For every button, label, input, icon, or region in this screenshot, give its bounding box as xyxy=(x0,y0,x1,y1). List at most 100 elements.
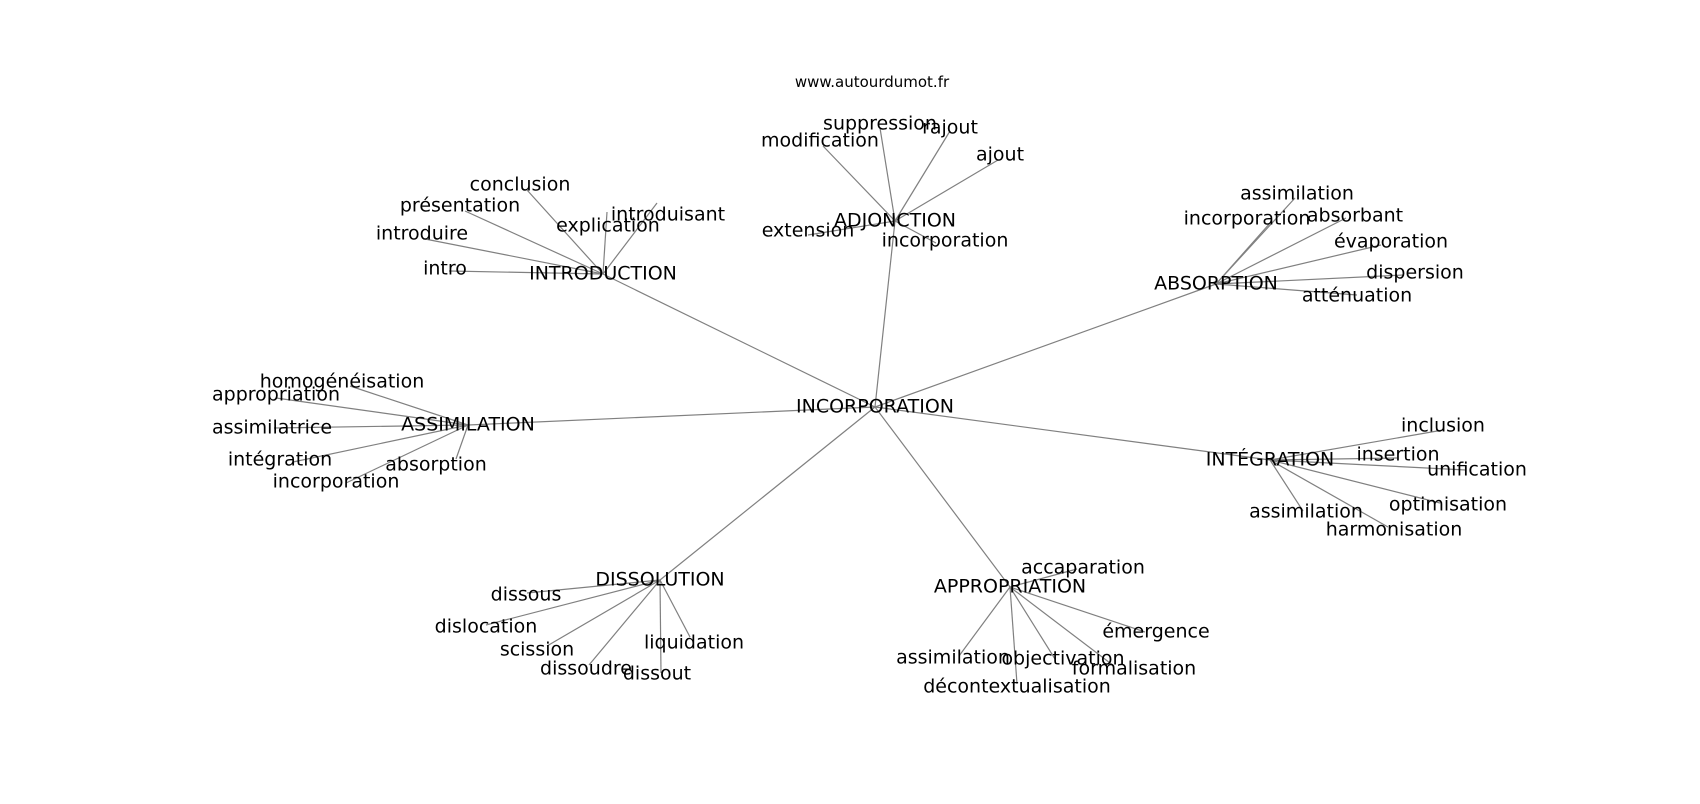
edge-assimilation-leaf-1 xyxy=(275,397,469,426)
edge-integration-leaf-3 xyxy=(1269,459,1441,504)
leaf-node-adjonction-1: rajout xyxy=(922,116,978,139)
leaf-node-absorption-5: atténuation xyxy=(1301,284,1413,307)
leaf-node-absorption-3: évaporation xyxy=(1333,230,1449,253)
edge-introduction-leaf-0 xyxy=(526,189,604,275)
leaf-node-integration-0: inclusion xyxy=(1401,414,1485,437)
edge-integration-leaf-1 xyxy=(1269,457,1398,461)
edge-assimilation-leaf-0 xyxy=(349,385,469,426)
edge-adjonction-leaf-5 xyxy=(894,220,937,244)
edge-appropriation-leaf-5 xyxy=(1009,586,1018,685)
edge-assimilation-leaf-4 xyxy=(455,424,469,460)
leaf-node-appropriation-5: décontextualisation xyxy=(923,675,1111,698)
edge-root-appropriation xyxy=(874,406,1011,588)
hub-node-adjonction: ADJONCTION xyxy=(833,209,957,232)
leaf-node-adjonction-3: ajout xyxy=(975,143,1025,166)
edge-absorption-leaf-5 xyxy=(1215,283,1358,296)
leaf-node-appropriation-3: objectivation xyxy=(1001,647,1125,670)
hub-node-integration: INTÉGRATION xyxy=(1205,448,1335,471)
edge-adjonction-leaf-1 xyxy=(894,130,951,222)
edge-assimilation-leaf-3 xyxy=(292,424,469,463)
leaf-node-dissolution-4: dissoudre xyxy=(540,657,632,680)
edge-introduction-leaf-3 xyxy=(602,211,608,275)
edge-absorption-leaf-3 xyxy=(1215,244,1382,285)
edge-integration-leaf-5 xyxy=(1269,459,1389,528)
leaf-node-assimilation-5: incorporation xyxy=(272,470,400,493)
leaf-node-assimilation-1: appropriation xyxy=(212,383,340,406)
edge-dissolution-leaf-5 xyxy=(659,579,662,674)
leaf-node-assimilation-3: intégration xyxy=(227,448,333,471)
edge-integration-leaf-4 xyxy=(1269,459,1304,512)
leaf-node-dissolution-3: liquidation xyxy=(643,631,745,654)
leaf-node-introduction-0: conclusion xyxy=(469,173,571,196)
leaf-node-adjonction-5: incorporation xyxy=(881,229,1009,252)
leaf-node-assimilation-4: absorption xyxy=(385,453,487,476)
leaf-node-integration-5: harmonisation xyxy=(1325,518,1463,541)
edge-adjonction-leaf-3 xyxy=(894,159,999,222)
edge-adjonction-leaf-0 xyxy=(879,127,896,222)
hub-node-assimilation: ASSIMILATION xyxy=(401,413,535,436)
hub-node-introduction: INTRODUCTION xyxy=(529,262,677,285)
edge-appropriation-leaf-0 xyxy=(1009,568,1078,588)
leaf-node-absorption-0: assimilation xyxy=(1240,182,1354,205)
leaf-node-integration-1: insertion xyxy=(1356,443,1440,466)
edge-appropriation-leaf-1 xyxy=(1009,586,1146,633)
edge-root-absorption xyxy=(874,283,1217,408)
edge-assimilation-leaf-2 xyxy=(273,424,469,429)
edge-appropriation-leaf-2 xyxy=(958,586,1011,657)
leaf-node-adjonction-0: suppression xyxy=(823,112,937,135)
leaf-node-introduction-3: explication xyxy=(556,214,660,237)
leaf-node-integration-4: assimilation xyxy=(1249,500,1363,523)
edge-introduction-leaf-2 xyxy=(602,202,658,275)
leaf-node-absorption-1: incorporation xyxy=(1183,207,1311,230)
leaf-node-absorption-2: absorbant xyxy=(1306,204,1404,227)
hub-node-absorption: ABSORPTION xyxy=(1154,272,1278,295)
edge-introduction-leaf-4 xyxy=(424,238,604,275)
edge-root-introduction xyxy=(602,273,876,408)
leaf-node-appropriation-2: assimilation xyxy=(896,646,1010,669)
leaf-node-introduction-5: intro xyxy=(423,257,467,280)
edge-absorption-leaf-2 xyxy=(1215,217,1347,285)
edge-appropriation-leaf-4 xyxy=(1009,586,1115,667)
leaf-node-assimilation-2: assimilatrice xyxy=(211,416,333,439)
site-watermark: www.autourdumot.fr xyxy=(794,73,950,91)
edge-integration-leaf-0 xyxy=(1269,429,1444,461)
edge-root-adjonction xyxy=(874,220,896,408)
leaf-node-introduction-4: introduire xyxy=(375,222,469,245)
hub-node-appropriation: APPROPRIATION xyxy=(933,575,1087,598)
root-node-label: INCORPORATION xyxy=(796,395,954,418)
edge-introduction-leaf-1 xyxy=(464,210,604,275)
edge-assimilation-leaf-5 xyxy=(345,424,469,484)
leaf-node-appropriation-0: accaparation xyxy=(1021,556,1145,579)
edge-absorption-leaf-1 xyxy=(1215,221,1272,285)
leaf-node-introduction-2: introduisant xyxy=(610,203,726,226)
edge-adjonction-leaf-4 xyxy=(807,220,896,236)
leaf-node-dissolution-5: dissout xyxy=(622,662,692,685)
leaf-node-assimilation-0: homogénéisation xyxy=(259,370,425,393)
leaf-node-adjonction-4: extension xyxy=(761,219,855,242)
edge-adjonction-leaf-2 xyxy=(822,145,896,222)
edge-dissolution-leaf-1 xyxy=(485,579,661,626)
edge-appropriation-leaf-3 xyxy=(1009,586,1056,660)
hub-node-dissolution: DISSOLUTION xyxy=(595,568,725,591)
edge-dissolution-leaf-0 xyxy=(526,579,661,594)
leaf-node-introduction-1: présentation xyxy=(399,194,521,217)
edge-dissolution-leaf-4 xyxy=(588,579,661,666)
edge-integration-leaf-2 xyxy=(1269,459,1467,471)
leaf-node-dissolution-2: scission xyxy=(499,638,575,661)
edge-dissolution-leaf-2 xyxy=(546,579,661,647)
edge-dissolution-leaf-3 xyxy=(659,579,691,638)
leaf-node-adjonction-2: modification xyxy=(761,129,879,152)
leaf-node-integration-2: unification xyxy=(1427,458,1527,481)
edge-introduction-leaf-5 xyxy=(448,270,604,275)
edge-root-assimilation xyxy=(467,406,876,426)
edge-root-dissolution xyxy=(659,406,876,581)
leaf-node-appropriation-1: émergence xyxy=(1102,620,1210,643)
leaf-node-dissolution-1: dislocation xyxy=(434,615,538,638)
leaf-node-dissolution-0: dissous xyxy=(490,583,562,606)
leaf-node-appropriation-4: formalisation xyxy=(1071,657,1197,680)
leaf-node-integration-3: optimisation xyxy=(1388,493,1508,516)
leaf-node-absorption-4: dispersion xyxy=(1366,261,1464,284)
edge-root-integration xyxy=(874,406,1271,461)
